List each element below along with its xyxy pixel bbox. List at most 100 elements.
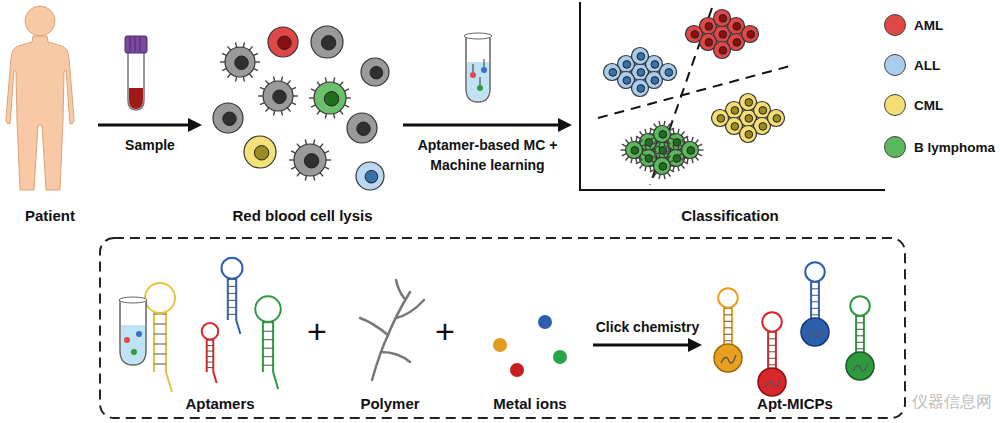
cell-spike — [243, 77, 244, 82]
illustration-part — [818, 281, 820, 320]
micp-polymer — [853, 363, 868, 371]
micp-sphere — [758, 368, 786, 396]
polymer — [360, 280, 424, 380]
cell-spike — [650, 166, 651, 171]
cell-spike — [222, 69, 227, 71]
cell-spike — [305, 140, 306, 145]
cell — [677, 137, 704, 163]
cell-spike — [274, 111, 275, 116]
cell-body — [225, 47, 255, 77]
cell-spike — [664, 153, 665, 158]
node-caption: Metal ions — [493, 395, 566, 413]
cell-spike — [673, 129, 674, 134]
illustration-part — [718, 288, 738, 308]
illustration-part — [856, 342, 864, 343]
arrow-head — [188, 118, 202, 132]
cell-nucleus — [235, 56, 249, 70]
cell-nucleus — [773, 115, 781, 123]
cell-spike — [314, 176, 315, 181]
cell-body — [654, 158, 671, 175]
legend-text: AML — [914, 18, 943, 33]
cell-nucleus — [759, 107, 767, 115]
cell-spike — [220, 61, 225, 62]
metal-ion — [553, 350, 567, 364]
polymer-branch — [381, 352, 410, 362]
cell-spike — [326, 159, 331, 160]
illustration-part — [768, 364, 776, 365]
illustration-part — [775, 331, 777, 370]
tube-liquid — [121, 325, 145, 364]
illustration-part — [236, 320, 240, 334]
cell-body — [356, 162, 384, 190]
cell-spike — [631, 158, 632, 163]
cell-nucleus — [659, 131, 667, 139]
cell-spike — [626, 157, 629, 161]
cell — [347, 113, 377, 143]
cell-spike — [650, 160, 655, 162]
cell-spike — [667, 155, 670, 159]
illustration-part — [263, 339, 273, 340]
cell-spike — [281, 111, 282, 116]
cell-spike — [645, 129, 646, 134]
arrow-shaft — [98, 124, 190, 127]
illustration-part — [222, 258, 243, 279]
micp-polymer — [765, 379, 780, 387]
cell-spike — [664, 142, 665, 147]
cell — [632, 80, 649, 97]
cell-spike — [258, 95, 263, 96]
cell-spike — [670, 170, 675, 172]
flow-arrow — [593, 338, 702, 352]
cell-spike — [254, 53, 259, 55]
particle — [481, 67, 487, 73]
cell-spike — [667, 123, 670, 127]
cell-spike — [254, 69, 259, 71]
cell-spike — [664, 174, 665, 179]
cell-spike — [274, 77, 275, 82]
cell-spike — [317, 82, 320, 86]
cell-spike — [621, 149, 626, 150]
cell-nucleus — [304, 154, 318, 168]
metal-ion — [510, 363, 524, 377]
cell-body — [347, 113, 377, 143]
particle — [124, 337, 130, 343]
cell-spike — [631, 137, 632, 142]
cap-ribs — [130, 37, 140, 52]
cell-spike — [682, 157, 685, 161]
dashed-panel — [100, 238, 905, 418]
cell-nucleus — [623, 77, 631, 85]
cell-spike — [678, 166, 679, 171]
legend-text: ALL — [914, 58, 940, 73]
cell-nucleus — [731, 123, 739, 131]
illustration-part — [724, 334, 732, 335]
particle — [136, 331, 142, 337]
illustration-part — [206, 339, 208, 372]
cell-nucleus — [719, 31, 727, 39]
cell-spike — [311, 105, 316, 107]
cell-spike — [642, 154, 647, 156]
illustration-part — [768, 338, 776, 339]
legend-swatch — [884, 54, 906, 76]
cell-nucleus — [637, 53, 645, 61]
bottom-tube — [119, 297, 147, 365]
aptamer — [222, 258, 243, 334]
cell-spike — [659, 174, 660, 179]
cell-nucleus — [731, 107, 739, 115]
aptamer — [202, 323, 219, 383]
illustration-part — [856, 329, 864, 330]
cell-nucleus — [321, 36, 335, 50]
illustration-part — [154, 354, 166, 355]
legend-swatch — [884, 14, 906, 36]
cell-spike — [293, 95, 298, 96]
illustration-part — [724, 340, 732, 341]
cell-spike — [289, 159, 294, 160]
cell-nucleus — [687, 147, 695, 155]
cell-nucleus — [705, 23, 713, 31]
cell-spike — [222, 53, 227, 55]
cell-nucleus — [705, 39, 713, 47]
cell-spike — [654, 123, 657, 127]
cell — [268, 27, 298, 57]
cell-nucleus — [365, 170, 378, 183]
cell-spike — [678, 154, 683, 156]
cell — [686, 26, 703, 43]
